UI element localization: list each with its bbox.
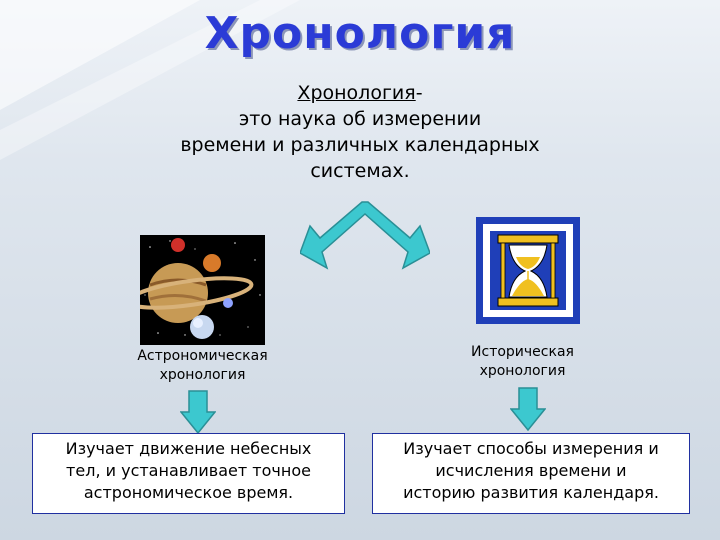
definition-dash: - — [415, 82, 423, 104]
description-line: Изучает движение небесных — [65, 439, 312, 458]
hourglass-icon — [476, 217, 580, 324]
down-arrow-icon — [180, 390, 216, 434]
description-line: исчисления времени и — [435, 461, 627, 480]
description-line: историю развития календаря. — [403, 483, 659, 502]
label-line: Астрономическая — [137, 348, 268, 364]
definition-line: времени и различных календарных — [180, 134, 540, 156]
page-title: Хронология — [204, 8, 516, 59]
definition-line: это наука об измерении — [238, 108, 482, 130]
astronomical-description-box: Изучает движение небесных тел, и устанав… — [32, 433, 345, 514]
label-line: Историческая — [471, 344, 574, 360]
description-line: астрономическое время. — [83, 483, 294, 502]
down-arrow-icon — [510, 387, 546, 431]
description-line: тел, и устанавливает точное — [66, 461, 311, 480]
label-line: хронология — [479, 363, 566, 379]
description-line: Изучает способы измерения и — [403, 439, 659, 458]
planets-icon — [140, 235, 265, 345]
definition-term: Хронология — [297, 82, 416, 104]
definition-text: Хронология- это наука об измерении време… — [110, 80, 610, 184]
historical-description-box: Изучает способы измерения и исчисления в… — [372, 433, 690, 514]
label-line: хронология — [159, 367, 246, 383]
astronomical-chronology-label: Астрономическая хронология — [110, 347, 295, 385]
historical-chronology-label: Историческая хронология — [430, 343, 615, 381]
definition-line: системах. — [310, 160, 410, 182]
split-arrows-icon — [300, 201, 430, 270]
